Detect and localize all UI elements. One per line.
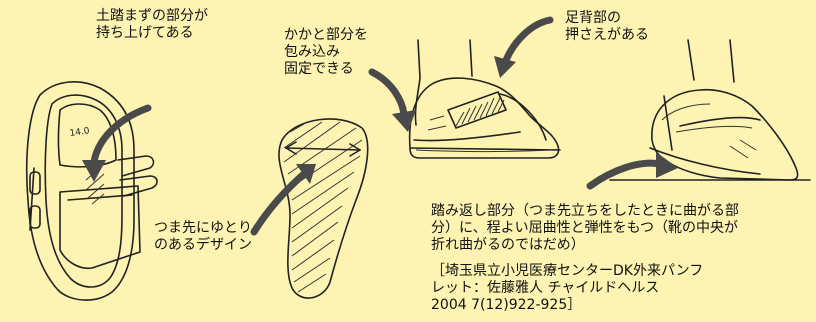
pointer-arrow [250,164,316,236]
insole-size-mark: 14.0 [69,126,91,139]
heel-wrap-note: かかと部分を 包み込み 固定できる [284,27,368,77]
flexing-shoe-illustration [609,39,811,181]
pointer-arrow [368,68,416,132]
pointer-arrow [82,104,152,182]
instep-note: 足背部の 押さえがある [565,10,649,43]
heel-support-note: 土踏まずの部分が 持ち上げてある [96,8,208,41]
toe-room-note: つま先にゆとり のあるデザイン [154,220,252,253]
pointer-arrow [586,152,678,190]
source-citation: ［埼玉県立小児医療センターDK外来パンフ レット：佐藤雅人 チャイルドヘルス 2… [431,263,704,313]
pointer-arrow [494,16,554,78]
sole-outline-illustration [278,118,369,299]
side-shoe-illustration [408,39,561,159]
flex-point-note: 踏み返し部分（つま先立ちをしたときに曲がる部 分）に、程よい屈曲性と弾性をもつ（… [431,203,739,253]
